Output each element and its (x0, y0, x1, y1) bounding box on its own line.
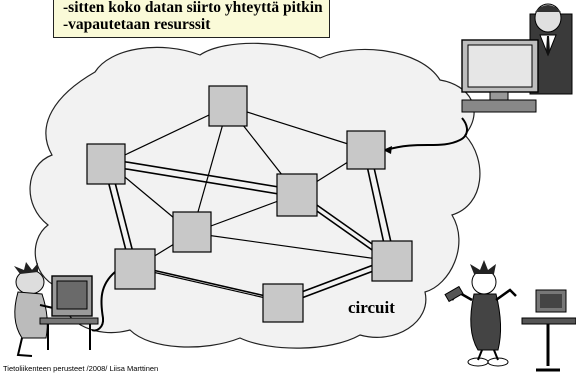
switch-node (172, 211, 212, 253)
businessman-clipart (461, 3, 573, 113)
circuit-label: circuit (348, 298, 395, 317)
switch-node (86, 143, 126, 185)
callout-line-1: -sitten koko datan siirto yhteyttä pitki… (63, 0, 323, 16)
network-cloud (29, 42, 481, 349)
callout-line-2: -vapautetaan resurssit (63, 16, 211, 33)
switch-node (371, 240, 413, 282)
link (227, 105, 368, 151)
callout-box: -sitten koko datan siirto yhteyttä pitki… (53, 0, 330, 38)
switch-node (276, 173, 318, 217)
user-at-computer-clipart (14, 262, 99, 357)
switch-node (346, 130, 386, 170)
link (134, 267, 284, 303)
cable-left (91, 271, 116, 332)
frustrated-user-clipart (444, 260, 576, 372)
footer-text: Tietoliikenteen perusteet /2008/ Liisa M… (3, 364, 159, 373)
switch-node (208, 85, 248, 127)
switch-node (262, 283, 304, 323)
link (107, 105, 229, 164)
switch-node (114, 248, 156, 290)
link (191, 232, 393, 262)
cable-right (385, 117, 468, 151)
